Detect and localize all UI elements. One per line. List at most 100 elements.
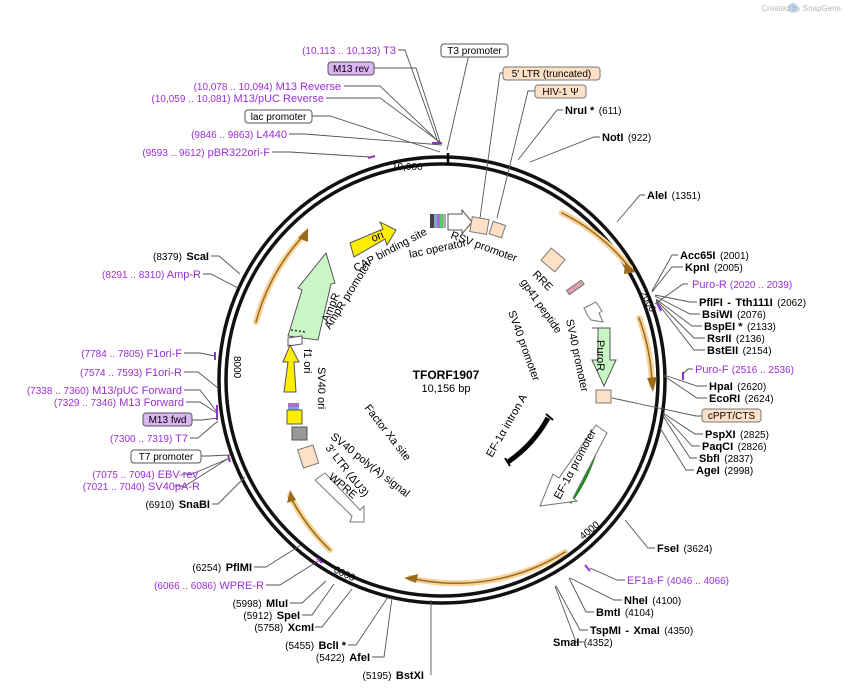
enzyme-bcli[interactable]: (5455) BclI * [285, 636, 347, 653]
primer-ebv-rev[interactable]: (7075 .. 7094) EBV-rev [92, 469, 198, 481]
label-puror: PuroR [594, 340, 606, 371]
leader-lines [175, 49, 707, 675]
ltr-block [469, 216, 490, 236]
enzyme-bsiwi[interactable]: BsiWI (2076) [702, 305, 766, 322]
box-cppt-text: cPPT/CTS [708, 411, 756, 422]
enzyme-acc65i[interactable]: Acc65I (2001) [680, 246, 749, 263]
enzyme-spei[interactable]: (5912) SpeI [243, 606, 300, 623]
primer-puro-f[interactable]: Puro-F (2516 .. 2536) [695, 364, 794, 376]
enzyme-sbfi[interactable]: SbfI (2837) [699, 449, 753, 466]
leader-pflfi [654, 294, 697, 303]
enzyme-pflmi[interactable]: (6254) PflMI [192, 558, 252, 575]
boxed-labels: T3 promoter M13 rev 5′ LTR (truncated) H… [130, 43, 762, 464]
leader-fsei [624, 519, 655, 549]
enzyme-pflfi[interactable]: PflFI - Tth111I (2062) [699, 293, 806, 310]
enzyme-scai[interactable]: (8379) ScaI [153, 247, 209, 264]
ef1a-intron-arc [506, 416, 551, 465]
ampr-promoter-arrow [287, 335, 303, 347]
enzyme-tspmi[interactable]: TspMI - XmaI (4350) [590, 621, 693, 638]
enzyme-bstxi[interactable]: (5195) BstXI [363, 666, 424, 683]
enzyme-kpni[interactable]: KpnI (2005) [685, 258, 743, 275]
feature-labels: ori AmpR AmpR promoter CAP binding site … [301, 226, 606, 502]
leader-rsrii [655, 299, 705, 339]
enzyme-xcmi[interactable]: (5758) XcmI [254, 618, 314, 635]
primer-l4440[interactable]: (9846 .. 9863) L4440 [191, 129, 287, 141]
enzyme-snabi[interactable]: (6910) SnaBI [145, 495, 210, 512]
hiv-psi-block [488, 220, 507, 239]
rre-block [540, 247, 566, 273]
feature-bar-5 [443, 214, 446, 228]
primer-sv40pa-r[interactable]: (7021 .. 7040) SV40pA-R [83, 481, 200, 493]
orf-arrowhead-3 [404, 574, 418, 583]
leader-nrui [517, 109, 563, 161]
primer-puro-r[interactable]: Puro-R (2020 .. 2039) [692, 279, 792, 291]
leader-t3 [398, 49, 439, 143]
primer-ef1a-f[interactable]: EF1a-F (4046 .. 4066) [627, 575, 729, 587]
box-t7-promoter[interactable] [130, 449, 202, 464]
box-m13-rev[interactable] [327, 61, 375, 76]
ef1a-intron-cap-b [504, 457, 511, 467]
enzyme-mlui[interactable]: (5998) MluI [233, 594, 288, 611]
leader-bspei [655, 298, 702, 327]
enzyme-smai[interactable]: SmaI (4352) [553, 633, 613, 650]
leader-m13-rev [374, 67, 441, 143]
primer-m13-reverse[interactable]: (10,078 .. 10,094) M13 Reverse [194, 81, 341, 93]
enzyme-hpai[interactable]: HpaI (2620) [709, 377, 766, 394]
enzyme-agei[interactable]: AgeI (2998) [696, 461, 753, 478]
leader-l4440 [289, 133, 443, 146]
enzyme-alei[interactable]: AleI (1351) [647, 186, 701, 203]
inner-features [282, 208, 617, 523]
primer-t7[interactable]: (7300 .. 7319) T7 [110, 433, 188, 445]
primer-pbr322[interactable]: (9593 .. 9612) pBR322ori-F [142, 147, 270, 159]
enzyme-pspxi[interactable]: PspXI (2825) [705, 425, 769, 442]
leader-spei [302, 583, 335, 616]
box-lac-promoter[interactable] [244, 109, 313, 124]
primer-labels-left: (10,113 .. 10,133) T3 (10,078 .. 10,094)… [27, 45, 396, 592]
enzyme-afei[interactable]: (5422) AfeI [316, 648, 370, 665]
box-cppt[interactable] [701, 408, 762, 423]
leader-puro-r [654, 283, 688, 305]
box-5ltr[interactable] [502, 66, 601, 81]
label-ori: ori [370, 229, 386, 245]
primer-m13puc-reverse[interactable]: (10,059 .. 10,081) M13/pUC Reverse [152, 93, 325, 105]
tick-label-8000: 8000 [231, 356, 242, 379]
enzyme-noti[interactable]: NotI (922) [602, 128, 651, 145]
leader-smai [554, 585, 584, 643]
enzyme-nhei[interactable]: NheI (4100) [624, 591, 681, 608]
feature-bar-4 [440, 214, 443, 228]
primer-wpre-r[interactable]: (6066 .. 6086) WPRE-R [154, 580, 264, 592]
leader-hpai [663, 374, 707, 387]
box-m13-fwd[interactable] [142, 412, 193, 427]
leader-paqci [662, 413, 700, 447]
primer-t3[interactable]: (10,113 .. 10,133) T3 [302, 45, 396, 57]
label-sv40-promoter-r: SV40 promoter [563, 318, 590, 393]
primer-labels-right: Puro-R (2020 .. 2039) Puro-F (2516 .. 25… [627, 279, 794, 587]
enzyme-labels-right: NruI * (611) NotI (922) AleI (1351) Acc6… [553, 101, 806, 650]
primer-tick-puro-r [656, 302, 662, 312]
wpre-arrow [314, 472, 365, 523]
primer-f1ori-r[interactable]: (7574 .. 7593) F1ori-R [80, 367, 182, 379]
leader-nhei [569, 577, 622, 601]
box-t3-promoter[interactable] [440, 43, 509, 58]
leader-wpre-r [266, 560, 319, 586]
enzyme-bmti[interactable]: BmtI (4104) [596, 603, 654, 620]
leader-afei [372, 597, 393, 658]
enzyme-nrui[interactable]: NruI * (611) [565, 101, 621, 118]
enzyme-rsrii[interactable]: RsrII (2136) [707, 329, 765, 346]
primer-amp-r[interactable]: (8291 .. 8310) Amp-R [102, 269, 201, 281]
enzyme-ecori[interactable]: EcoRI (2624) [709, 389, 774, 406]
enzyme-bspei[interactable]: BspEI * (2133) [704, 317, 776, 334]
box-hiv-text: HIV-1 Ψ [542, 87, 578, 98]
enzyme-bsteii[interactable]: BstEII (2154) [707, 341, 772, 358]
box-hiv[interactable] [534, 84, 587, 99]
orf-arrowhead-4 [287, 490, 296, 503]
leader-bcli [348, 596, 389, 646]
primer-m13-forward[interactable]: (7329 .. 7346) M13 Forward [54, 397, 184, 409]
enzyme-paqci[interactable]: PaqCI (2826) [702, 437, 767, 454]
primer-m13puc-forward[interactable]: (7338 .. 7360) M13/pUC Forward [27, 385, 182, 397]
sv40-polya-block [291, 426, 308, 441]
orf-arc-4 [287, 493, 333, 553]
box-t3-promoter-text: T3 promoter [447, 46, 502, 57]
primer-f1ori-f[interactable]: (7784 .. 7805) F1ori-F [81, 348, 182, 360]
enzyme-fsei[interactable]: FseI (3624) [657, 539, 712, 556]
